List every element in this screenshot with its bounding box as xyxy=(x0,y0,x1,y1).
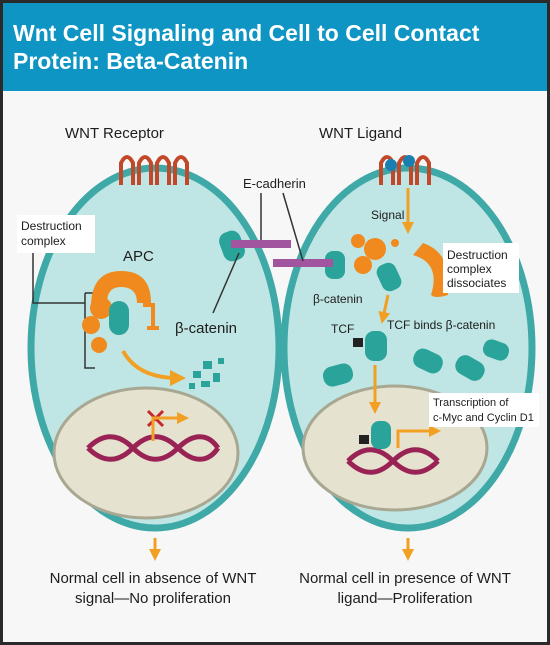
destruction-label-line-1: Destruction xyxy=(21,219,82,233)
apc-label: APC xyxy=(123,248,154,265)
left-cell: WNT Receptor Destruction complex APC β-c… xyxy=(17,125,283,561)
dissociates-line-3: dissociates xyxy=(447,276,506,290)
blocked-transcription-arrow xyxy=(151,412,189,441)
title-line-2: Protein: Beta-Catenin xyxy=(13,48,249,74)
dissociates-line-1: Destruction xyxy=(447,248,508,262)
destruction-label-line-2: complex xyxy=(21,234,66,248)
captions: Normal cell in absence of WNT signal—No … xyxy=(3,569,547,639)
left-caption: Normal cell in absence of WNT signal—No … xyxy=(23,569,283,609)
transcription-line-1: Transcription of xyxy=(433,397,509,409)
beta-catenin-arrow xyxy=(378,294,391,324)
tcf-protein xyxy=(353,338,363,347)
dissociates-line-2: complex xyxy=(447,262,492,276)
dissociated-destruction-complex xyxy=(351,234,449,297)
destruction-complex-label: Destruction complex xyxy=(17,215,95,253)
free-beta-catenin xyxy=(376,262,402,292)
tcf-bound-beta-catenin xyxy=(365,331,387,361)
membrane-beta-catenin-right xyxy=(325,251,345,279)
right-beta-catenin-label: β-catenin xyxy=(313,292,363,306)
transcription-active-arrow xyxy=(396,425,441,448)
destruction-dissociates-label: Destruction complex dissociates xyxy=(443,243,519,293)
left-caption-line-1: Normal cell in absence of WNT xyxy=(49,570,257,587)
apc-destruction-complex xyxy=(82,271,159,353)
right-dna-helix xyxy=(346,447,440,475)
left-caption-line-2: signal—No proliferation xyxy=(75,590,231,607)
left-beta-catenin-label: β-catenin xyxy=(175,320,237,337)
title-line-1: Wnt Cell Signaling and Cell to Cell Cont… xyxy=(13,20,480,46)
e-cadherin-junction: E-cadherin xyxy=(212,176,333,314)
e-cadherin-leader xyxy=(212,192,304,314)
right-caption-line-1: Normal cell in presence of WNT xyxy=(299,570,511,587)
signal-label: Signal xyxy=(371,208,404,222)
accumulated-beta-catenin xyxy=(322,339,510,387)
degradation-arrow xyxy=(121,349,186,386)
transcription-line-2: c-Myc and Cyclin D1 xyxy=(433,412,534,424)
tcf-binds-label: TCF binds β-catenin xyxy=(387,318,495,332)
transcription-label: Transcription of c-Myc and Cyclin D1 xyxy=(429,393,539,427)
figure-title: Wnt Cell Signaling and Cell to Cell Cont… xyxy=(13,19,533,75)
wnt-ligand xyxy=(385,155,415,171)
left-cell-nucleus xyxy=(52,386,240,520)
e-cadherin-label: E-cadherin xyxy=(243,176,306,191)
left-dna-helix xyxy=(86,434,221,462)
wnt-receptor xyxy=(119,155,189,185)
degraded-beta-catenin-fragments xyxy=(189,358,224,389)
nuclear-beta-catenin xyxy=(371,421,391,449)
wnt-receptor-label: WNT Receptor xyxy=(65,125,164,142)
wnt-ligand-label: WNT Ligand xyxy=(319,125,402,142)
title-banner: Wnt Cell Signaling and Cell to Cell Cont… xyxy=(3,3,547,91)
right-cell: WNT Ligand Signal Destruction complex di… xyxy=(280,125,539,561)
e-cadherin-left xyxy=(231,240,291,248)
tcf-label: TCF xyxy=(331,322,354,336)
e-cadherin-right xyxy=(273,259,333,267)
right-caption-line-2: ligand—Proliferation xyxy=(337,590,473,607)
nuclear-tcf xyxy=(359,435,369,444)
wnt-pathway-diagram: WNT Receptor Destruction complex APC β-c… xyxy=(17,125,539,561)
right-caption: Normal cell in presence of WNT ligand—Pr… xyxy=(275,569,535,609)
